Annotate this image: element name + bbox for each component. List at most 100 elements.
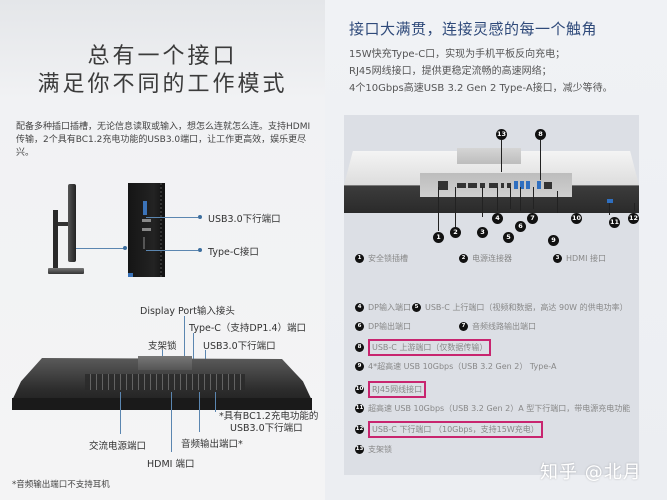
typec-port-icon [143,237,145,249]
right-title: 接口大满贯，连接灵感的每一个触角 [349,20,598,38]
connector-line [171,392,172,452]
legend-item-13: 13 支架锁 [355,444,392,455]
callout-line [557,191,558,213]
legend-item-9: 9 4*超高速 USB 10Gbps（USB 3.2 Gen 2） Type-A [355,361,556,372]
usb-port-icon [143,201,147,215]
left-description: 配备多种插口插槽，无论信息读取或输入，想怎么连就怎么连。支持HDMI传输，2个具… [16,122,311,158]
label-usb3-down: USB3.0下行端口 [208,214,281,225]
connector-line [199,392,200,432]
legend-number-badge: 7 [459,322,468,331]
usb-a-port-icon [520,181,524,189]
legend-text: 安全锁插槽 [368,254,408,263]
label-usb3-down-bottom: USB3.0下行端口 [203,341,276,352]
legend-number-badge: 12 [355,425,364,434]
label-typec: Type-C接口 [208,247,259,258]
legend-item-3: 3 HDMI 接口 [553,253,606,264]
legend-number-badge: 9 [355,362,364,371]
legend-number-badge: 3 [553,254,562,263]
callout-line [634,203,635,211]
legend-text: 支架锁 [368,445,392,454]
watermark: 知乎 @北月 [540,462,642,483]
marker-7: 7 [527,213,538,224]
legend-item-4: 4 DP输入端口 [355,302,411,313]
right-panel: 接口大满贯，连接灵感的每一个触角 15W快充Type-C口，实现为手机平板反向充… [325,0,667,500]
callout-line [510,187,511,209]
marker-12: 12 [628,213,639,224]
legend-number-badge: 6 [355,322,364,331]
usb-symbol-icon [142,228,151,231]
rj45-port-icon [544,182,552,189]
callout-line [501,140,502,172]
legend-text: 4*超高速 USB 10Gbps（USB 3.2 Gen 2） Type-A [368,362,557,371]
usbc-data-port-icon [507,183,511,188]
legend-number-badge: 13 [355,445,364,454]
marker-2: 2 [450,227,461,238]
legend-text: 音频线路输出端口 [472,322,536,331]
side-port-closeup [128,183,165,277]
marker-8: 8 [535,129,546,140]
legend-number-badge: 4 [355,303,364,312]
connector-line [193,333,194,378]
legend-item-1: 1 安全锁插槽 [355,253,408,264]
marker-9: 9 [548,235,559,246]
usb-a-port-icon [514,181,518,189]
callout-line [609,203,610,215]
connector-dot [198,215,202,219]
marker-10: 10 [571,213,582,224]
legend-item-6: 6 DP输出端口 [355,321,411,332]
connector-dot [123,246,127,250]
usb-a-side-port-icon [607,199,613,203]
hdmi-port-icon [457,183,466,188]
legend-number-badge: 1 [355,254,364,263]
callout-line [520,187,521,211]
legend-number-badge: 8 [355,343,364,352]
legend-item-7: 7 音频线路输出端口 [459,321,536,332]
legend-text: HDMI 接口 [566,254,606,263]
callout-line [482,187,483,217]
usb-a-port-icon [526,181,530,189]
legend-text: 超高速 USB 10Gbps（USB 3.2 Gen 2）A 型下行端口，带电源… [368,404,631,413]
dp-in-port-icon [468,183,477,188]
legend-number-badge: 2 [459,254,468,263]
feature-line-2: RJ45网线接口，提供更稳定流畅的高速网络； [349,66,552,77]
label-hdmi: HDMI 端口 [147,459,195,470]
callout-line [540,140,541,180]
power-port-icon [438,181,448,190]
feature-line-3: 4个10Gbps高速USB 3.2 Gen 2 Type-A接口，减少等待。 [349,83,613,94]
legend-number-badge: 10 [355,385,364,394]
left-title-line1: 总有一个接口 [87,44,238,69]
connector-dot [198,248,202,252]
connector-line [146,217,198,218]
label-ac-power: 交流电源端口 [89,441,147,452]
marker-1: 1 [433,232,444,243]
marker-13: 13 [496,129,507,140]
connector-line [120,392,121,434]
connector-line [76,248,124,249]
legend-text: DP输入端口 [368,303,411,312]
marker-3: 3 [477,227,488,238]
callout-line [455,187,456,227]
feature-line-1: 15W快充Type-C口，实现为手机平板反向充电； [349,49,566,60]
label-typec-dp: Type-C（支持DP1.4）端口 [189,323,307,334]
legend-text: DP输出端口 [368,322,411,331]
label-bc12-line1: *具有BC1.2充电功能的 [219,411,319,422]
legend-text: 电源连接器 [472,254,512,263]
usb-symbol-icon [142,219,151,222]
marker-5: 5 [503,232,514,243]
marker-4: 4 [492,213,503,224]
label-displayport: Display Port输入接头 [140,306,235,317]
label-audio-out: 音频输出端口* [181,439,243,450]
connector-line [184,316,185,378]
legend-text-highlighted: RJ45网线接口 [368,381,427,398]
usbc-up-port-icon [480,183,485,188]
label-bc12-line2: USB3.0下行端口 [230,423,303,434]
dp-out-port-icon [489,183,498,188]
stand-bracket [457,148,521,164]
usb-a-port-icon [537,181,541,189]
footnote: *音频输出端口不支持耳机 [12,480,110,490]
callout-line [533,187,534,209]
